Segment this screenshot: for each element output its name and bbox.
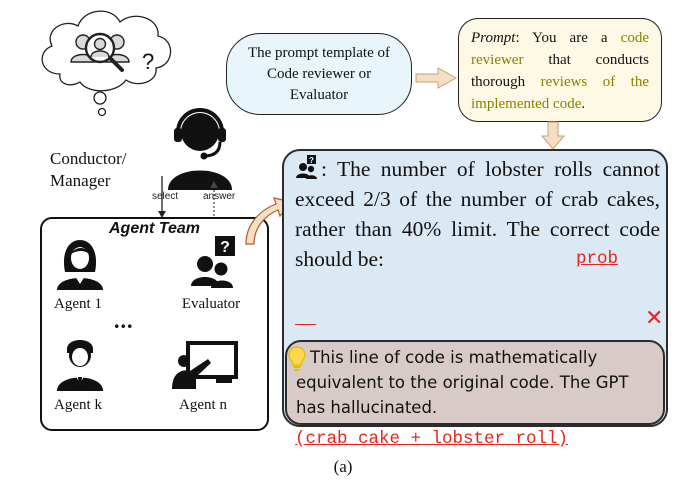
- answer-label: answer: [203, 191, 236, 202]
- prompt-template-text: The prompt template of Code reviewer or …: [247, 44, 391, 103]
- prompt-text-1: : You are a: [515, 30, 621, 46]
- prompt-template-box: The prompt template of Code reviewer or …: [226, 33, 412, 115]
- prompt-text-2: that conducts thorough: [471, 52, 649, 90]
- prompt-box: Prompt: You are a code reviewer that con…: [458, 18, 662, 122]
- conductor-label: Conductor/ Manager: [50, 148, 160, 192]
- agent-team-box: [40, 217, 269, 431]
- figure-caption: (a): [333, 457, 353, 476]
- svg-text:?: ?: [220, 239, 230, 256]
- hallucination-note: This line of code is mathematically equi…: [296, 345, 656, 420]
- code-line-3: (crab_cake + lobster_roll): [295, 429, 569, 449]
- agent-1-label: Agent 1: [54, 296, 102, 312]
- question-mark: ?: [142, 49, 154, 74]
- prompt-highlight-reviews: reviews of the implemented code: [471, 74, 649, 112]
- ellipsis: ...: [114, 308, 134, 333]
- conductor-headset-icon: [168, 108, 232, 190]
- select-label: select: [152, 191, 179, 202]
- note-text: This line of code is mathematically equi…: [296, 348, 629, 417]
- thought-cloud: ?: [41, 10, 172, 117]
- agent-n-icon: [172, 341, 238, 389]
- agent-k-label: Agent k: [54, 397, 102, 413]
- x-mark-icon: ✕: [645, 306, 664, 331]
- code-line-1: prob: [576, 249, 619, 269]
- prompt-word: Prompt: [471, 30, 516, 46]
- agent-k-icon: [57, 340, 103, 391]
- select-answer-arrows: [158, 176, 218, 218]
- conductor-label-line1: Conductor/: [50, 149, 127, 168]
- hallucination-note-box: [285, 340, 665, 425]
- evaluator-icon: ?: [191, 236, 235, 288]
- agent-n-label: Agent n: [179, 397, 227, 413]
- template-to-prompt-arrow: [415, 67, 458, 89]
- prompt-text-3: .: [581, 96, 586, 112]
- review-text: ? : The number of lobster rolls cannot e…: [295, 154, 660, 274]
- prompt-to-review-arrow: [540, 121, 566, 150]
- conductor-label-line2: Manager: [50, 171, 111, 190]
- svg-text:?: ?: [309, 156, 314, 165]
- evaluator-label: Evaluator: [181, 296, 241, 312]
- prompt-highlight-code-reviewer: code reviewer: [471, 30, 649, 68]
- review-body: : The number of lobster rolls cannot exc…: [295, 157, 660, 271]
- evaluator-small-icon: ?: [296, 155, 317, 179]
- team-search-icon: [70, 32, 130, 72]
- lightbulb-icon: [288, 346, 306, 371]
- agent-1-icon: [57, 240, 103, 290]
- agent-team-title: Agent Team: [109, 220, 200, 237]
